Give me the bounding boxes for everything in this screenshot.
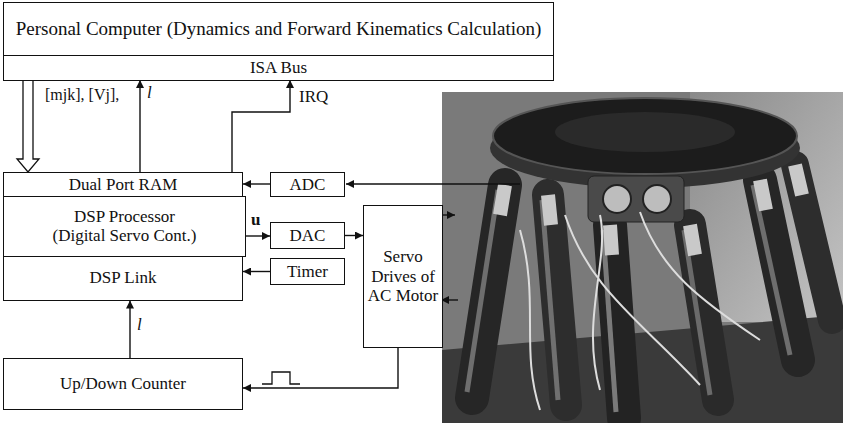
sensor-knob	[603, 185, 631, 213]
data-bus-arrow	[17, 80, 39, 172]
box-label: Personal Computer (Dynamics and Forward …	[16, 18, 542, 40]
signal-label: [mjk], [Vj],	[44, 86, 120, 104]
computer-box: Personal Computer (Dynamics and Forward …	[3, 2, 554, 81]
timer-box: Timer	[270, 258, 345, 285]
box-label: Dual Port RAM	[69, 175, 178, 195]
counter-box: Up/Down Counter	[3, 358, 243, 410]
signal-arrow	[243, 348, 398, 388]
sensor-knob	[643, 185, 671, 213]
processor-box: DSP Processor (Digital Servo Cont.)	[3, 196, 246, 258]
signal-label: u	[250, 211, 261, 230]
cable	[520, 212, 760, 410]
actuator-leg	[472, 185, 505, 398]
leg-highlight	[603, 230, 616, 412]
signal-label: l	[136, 316, 143, 335]
sensor-wire	[346, 183, 520, 184]
top-plate	[493, 98, 797, 174]
leg-highlight	[467, 190, 498, 392]
memory-box: Dual Port RAM	[3, 172, 243, 197]
encoder-wire	[441, 299, 458, 300]
signal-arrow	[345, 235, 363, 236]
signal-arrow	[243, 183, 270, 184]
servo-drive-box: Servo Drives of AC Motor	[363, 205, 443, 348]
signal-label: IRQ	[298, 88, 329, 107]
signal-arrow	[129, 301, 130, 359]
signal-arrow	[232, 80, 290, 172]
photo-background	[442, 92, 843, 423]
box-label: DAC	[290, 226, 326, 246]
box-label: Up/Down Counter	[60, 374, 186, 394]
box-label: ADC	[290, 175, 326, 195]
converter-box: DAC	[270, 222, 345, 249]
bus-band: ISA Bus	[4, 55, 553, 80]
signal-arrow	[246, 235, 270, 236]
box-label: DSP Link	[90, 268, 157, 288]
sensor-block	[588, 176, 684, 222]
leg-highlight	[753, 185, 790, 355]
leg-highlight	[542, 200, 558, 400]
box-label: Servo Drives of AC Motor	[367, 247, 439, 306]
box-label: ISA Bus	[250, 58, 307, 78]
link-box: DSP Link	[3, 256, 243, 301]
signal-label: l	[146, 84, 153, 103]
pulse-symbol	[262, 372, 300, 384]
box-label: Timer	[287, 262, 328, 282]
signal-arrow	[243, 271, 270, 272]
signal-arrow	[139, 80, 140, 172]
converter-box: ADC	[270, 172, 345, 197]
box-label: DSP Processor (Digital Servo Cont.)	[10, 207, 239, 246]
top-plate-center	[555, 112, 735, 152]
